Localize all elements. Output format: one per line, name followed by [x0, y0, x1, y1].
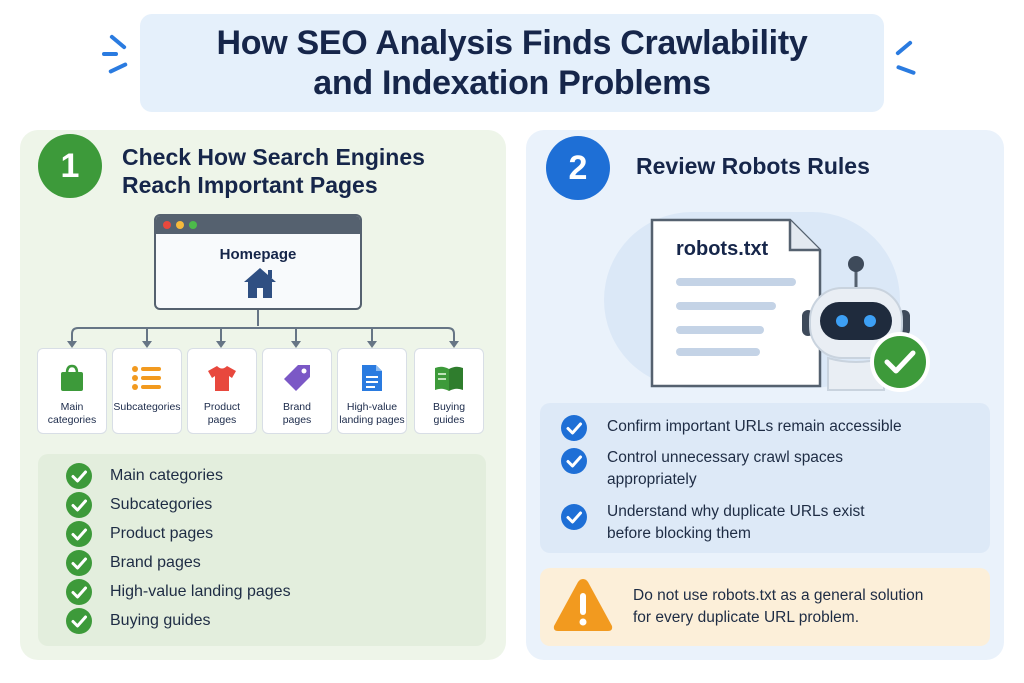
- check-circle-icon: [561, 448, 587, 474]
- card-label-line-1: Subcategories: [113, 401, 181, 413]
- checklist-item-label: Subcategories: [110, 496, 213, 513]
- check-item-line-2: before blocking them: [607, 525, 751, 542]
- card-label-line-1: Main: [60, 401, 84, 413]
- checklist-item: Subcategories: [66, 492, 212, 518]
- robots-check-item-1: Confirm important URLs remain accessible: [607, 416, 902, 438]
- warning-text: Do not use robots.txt as a general solut…: [633, 585, 973, 629]
- step1-heading-line-2: Reach Important Pages: [122, 172, 378, 198]
- title-line-1: How SEO Analysis Finds Crawlability: [216, 24, 808, 62]
- step1-heading: Check How Search Engines Reach Important…: [122, 143, 425, 199]
- card-label-line-2: landing pages: [339, 414, 405, 426]
- card-label-line-1: Buying: [432, 401, 466, 413]
- step2-heading: Review Robots Rules: [636, 153, 870, 179]
- checklist-item-label: Brand pages: [110, 554, 201, 571]
- homepage-browser-window: Homepage: [154, 214, 362, 310]
- step1-checklist-box: [38, 454, 486, 646]
- check-circle-icon: [66, 463, 92, 489]
- step1-number-badge: 1: [38, 134, 102, 198]
- warning-line-1: Do not use robots.txt as a general solut…: [633, 587, 924, 604]
- browser-minimize-dot: [176, 221, 184, 229]
- robots-check-item-2: Control unnecessary crawl spaces appropr…: [607, 447, 843, 491]
- warning-triangle-icon: [553, 579, 613, 631]
- robots-txt-title: robots.txt: [676, 238, 769, 260]
- checklist-item: Main categories: [66, 463, 223, 489]
- card-high-value-landing-pages: High-value landing pages: [337, 348, 407, 434]
- checklist-item-label: Main categories: [110, 467, 223, 484]
- card-label-line-1: Brand: [282, 401, 311, 413]
- card-label-line-1: Product: [203, 401, 241, 413]
- tshirt-icon: [208, 366, 236, 391]
- card-main-categories: Main categories: [37, 348, 107, 434]
- checklist-item: Product pages: [66, 521, 213, 547]
- check-circle-icon: [66, 608, 92, 634]
- title-banner: How SEO Analysis Finds Crawlability and …: [140, 14, 884, 112]
- robot-icon: [802, 256, 930, 392]
- check-circle-icon: [561, 504, 587, 530]
- book-icon: [435, 366, 463, 391]
- card-label-line-2: pages: [282, 414, 312, 426]
- checklist-item: Brand pages: [66, 550, 201, 576]
- card-label-line-2: guides: [433, 414, 465, 426]
- card-label-line-2: pages: [207, 414, 237, 426]
- check-item-line-1: Control unnecessary crawl spaces: [607, 449, 844, 466]
- list-icon: [132, 366, 161, 390]
- check-item-line-1: Understand why duplicate URLs exist: [607, 503, 865, 520]
- homepage-label: Homepage: [219, 246, 297, 263]
- card-product-pages: Product pages: [187, 348, 257, 434]
- checklist-item: Buying guides: [66, 608, 211, 634]
- checklist-item-label: Product pages: [110, 525, 214, 542]
- card-brand-pages: Brand pages: [262, 348, 332, 434]
- shopping-bag-icon: [61, 364, 83, 391]
- tag-icon: [284, 365, 310, 391]
- checklist-item-label: Buying guides: [110, 612, 211, 629]
- card-label-line-2: categories: [47, 414, 97, 426]
- card-subcategories: Subcategories: [112, 348, 182, 434]
- checklist-item: High-value landing pages: [66, 579, 291, 605]
- card-label-line-1: High-value: [346, 401, 398, 413]
- browser-close-dot: [163, 221, 171, 229]
- step2-checklist-box: [540, 403, 990, 553]
- step1-heading-line-1: Check How Search Engines: [122, 144, 425, 170]
- browser-maximize-dot: [189, 221, 197, 229]
- title-line-2: and Indexation Problems: [313, 64, 711, 102]
- check-circle-icon: [66, 492, 92, 518]
- robots-check-item-3: Understand why duplicate URLs exist befo…: [607, 501, 865, 545]
- check-circle-icon: [66, 579, 92, 605]
- check-circle-icon: [66, 550, 92, 576]
- checklist-item-label: High-value landing pages: [110, 583, 291, 600]
- browser-title-bar: [156, 216, 360, 234]
- check-circle-icon: [561, 415, 587, 441]
- warning-box: [540, 568, 990, 646]
- warning-line-2: for every duplicate URL problem.: [633, 609, 859, 626]
- check-circle-icon: [66, 521, 92, 547]
- document-icon: [362, 365, 382, 391]
- check-item-line-1: Confirm important URLs remain accessible: [607, 418, 902, 435]
- step2-number-badge: 2: [546, 136, 610, 200]
- check-item-line-2: appropriately: [607, 471, 697, 488]
- home-icon: [244, 268, 276, 298]
- robots-txt-document-icon: [650, 218, 822, 388]
- card-buying-guides: Buying guides: [414, 348, 484, 434]
